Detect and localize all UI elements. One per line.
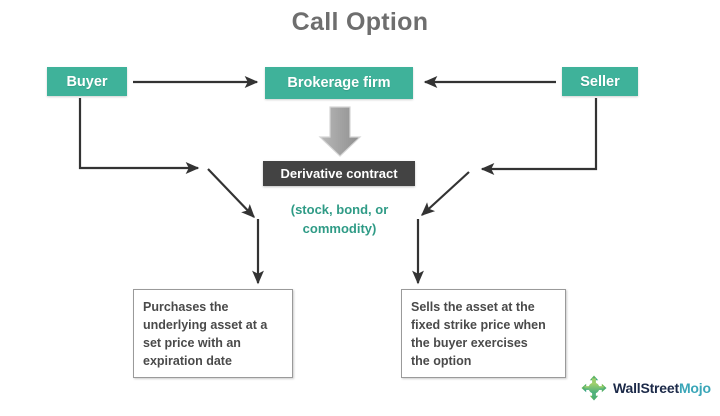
node-brokerage-firm-label: Brokerage firm bbox=[287, 75, 391, 91]
node-seller-label: Seller bbox=[580, 73, 620, 90]
brand-name: WallStreetMojo bbox=[613, 380, 711, 396]
connector-buyer-to-outcome bbox=[78, 98, 264, 285]
node-buyer-label: Buyer bbox=[66, 73, 108, 90]
node-buyer[interactable]: Buyer bbox=[47, 67, 127, 96]
four-way-arrow-icon bbox=[581, 375, 607, 401]
underlying-asset-caption: (stock, bond, or commodity) bbox=[290, 202, 389, 236]
brand-name-secondary: Mojo bbox=[678, 380, 711, 396]
connector-seller-to-outcome bbox=[412, 98, 598, 285]
node-derivative-contract[interactable]: Derivative contract bbox=[263, 161, 415, 186]
brand-name-primary: WallStreet bbox=[613, 380, 679, 396]
page-title: Call Option bbox=[291, 8, 429, 36]
connector-brokerage-to-derivative bbox=[318, 106, 362, 157]
node-seller[interactable]: Seller bbox=[562, 67, 638, 96]
node-buyer-outcome: Purchases the underlying asset at a set … bbox=[133, 289, 293, 378]
node-seller-outcome: Sells the asset at the fixed strike pric… bbox=[401, 289, 566, 378]
node-derivative-contract-label: Derivative contract bbox=[280, 166, 398, 181]
node-brokerage-firm[interactable]: Brokerage firm bbox=[265, 67, 413, 99]
brand-logo: WallStreetMojo bbox=[581, 375, 711, 401]
